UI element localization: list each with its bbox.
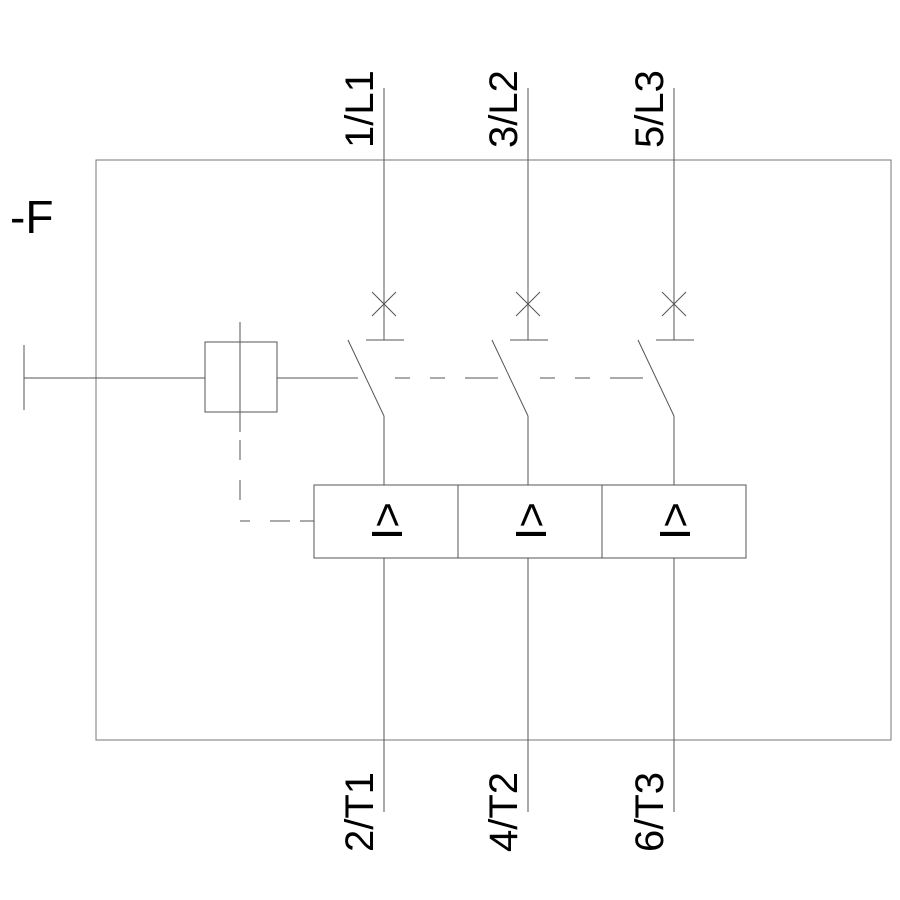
moving-contact (637, 339, 675, 417)
terminal-label-bottom-3: 6/T3 (628, 772, 672, 852)
terminal-label-bottom-2: 4/T2 (482, 772, 526, 852)
terminal-label-top-3: 5/L3 (628, 70, 672, 148)
pole-3 (637, 88, 694, 812)
terminal-label-bottom-1: 2/T1 (338, 772, 382, 852)
moving-contact (347, 339, 385, 417)
trip-symbol-2: I> (507, 502, 556, 540)
trip-symbol-1: I> (363, 502, 412, 540)
trip-linkage (239, 440, 314, 522)
device-reference-label: -F (10, 191, 53, 243)
pole-2 (491, 88, 548, 812)
moving-contact (491, 339, 529, 417)
terminal-label-top-2: 3/L2 (482, 70, 526, 148)
handle-box (204, 341, 278, 413)
device-enclosure (95, 159, 892, 741)
trip-symbol-3: I> (651, 502, 700, 540)
terminal-label-top-1: 1/L1 (338, 70, 382, 148)
pole-1 (347, 88, 404, 812)
overcurrent-trip-unit (313, 484, 747, 559)
